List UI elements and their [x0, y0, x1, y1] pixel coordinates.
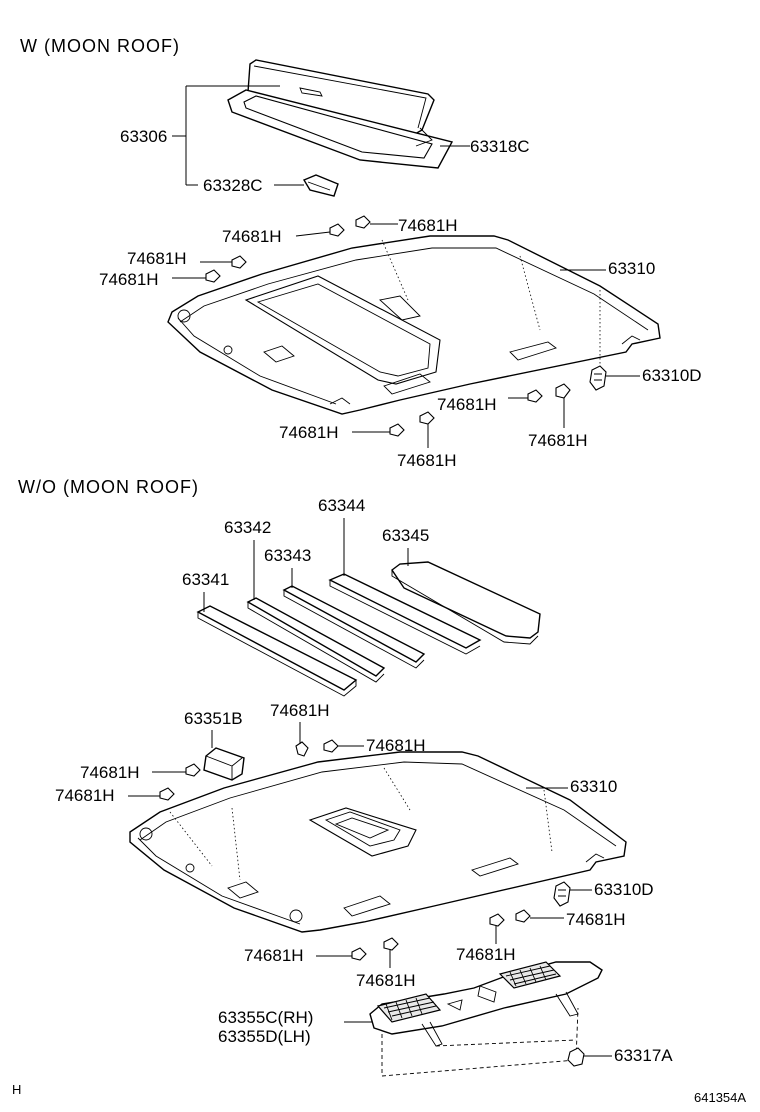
- pad-63342-drawing: [246, 597, 386, 683]
- sunshade-trim-frame-drawing: [227, 89, 454, 169]
- label-74681H-b8: 74681H: [356, 971, 416, 990]
- clip-74681H-bottom-3: [185, 763, 201, 777]
- label-74681H-t4: 74681H: [99, 270, 159, 289]
- label-74681H-t6: 74681H: [528, 431, 588, 450]
- sunshade-handle-drawing: [302, 174, 339, 197]
- label-74681H-b5: 74681H: [456, 945, 516, 964]
- label-74681H-b3: 74681H: [80, 763, 140, 782]
- clip-74681H-top-2: [355, 215, 371, 229]
- clip-74681H-bottom-5: [489, 913, 505, 927]
- clip-74681H-bottom-2: [323, 739, 339, 753]
- section-title-without-moon-roof: W/O (MOON ROOF): [18, 477, 199, 497]
- label-63342: 63342: [224, 518, 271, 537]
- footer-mark: H: [12, 1082, 21, 1097]
- clip-74681H-bottom-4: [159, 787, 175, 801]
- screw-63310D-top: [589, 365, 607, 391]
- label-74681H-b2: 74681H: [366, 736, 426, 755]
- label-74681H-t5: 74681H: [437, 395, 497, 414]
- label-63310-bottom: 63310: [570, 777, 617, 796]
- clip-74681H-bottom-7: [351, 947, 367, 961]
- block-63351B-drawing: [203, 747, 245, 781]
- label-74681H-t8: 74681H: [397, 451, 457, 470]
- label-63310-top: 63310: [608, 259, 655, 278]
- label-63345: 63345: [382, 526, 429, 545]
- headliner-without-moon-roof-drawing: [129, 751, 627, 933]
- headliner-with-moon-roof-drawing: [167, 235, 661, 415]
- label-63306: 63306: [120, 127, 167, 146]
- pad-63345-drawing: [391, 561, 541, 645]
- label-63355C: 63355C(RH): [218, 1008, 313, 1027]
- label-63344: 63344: [318, 496, 365, 515]
- label-63341: 63341: [182, 570, 229, 589]
- clip-74681H-top-4: [205, 269, 221, 283]
- label-63343: 63343: [264, 546, 311, 565]
- screw-63310D-bottom: [553, 881, 571, 907]
- pad-63343-drawing: [282, 585, 426, 669]
- clip-74681H-top-5: [527, 389, 543, 403]
- section-title-with-moon-roof: W (MOON ROOF): [20, 36, 180, 56]
- label-74681H-b4: 74681H: [55, 786, 115, 805]
- clip-74681H-bottom-8: [383, 937, 399, 951]
- clip-74681H-bottom-6: [515, 909, 531, 923]
- clip-74681H-top-8: [419, 411, 435, 425]
- label-63310D-top: 63310D: [642, 366, 702, 385]
- assembly-dashed-line-2: [435, 1039, 577, 1047]
- clip-74681H-top-3: [231, 255, 247, 269]
- clip-74681H-top-7: [389, 423, 405, 437]
- label-63317A: 63317A: [614, 1046, 673, 1065]
- label-74681H-b6: 74681H: [566, 910, 626, 929]
- label-63351B: 63351B: [184, 709, 243, 728]
- leader-74681H-t1: [295, 231, 331, 237]
- label-74681H-b1: 74681H: [270, 701, 330, 720]
- label-63318C: 63318C: [470, 137, 530, 156]
- clip-74681H-top-6: [555, 383, 571, 399]
- label-74681H-t2: 74681H: [398, 216, 458, 235]
- diagram-id: 641354A: [694, 1090, 746, 1105]
- label-74681H-b7: 74681H: [244, 946, 304, 965]
- label-74681H-t3: 74681H: [127, 249, 187, 268]
- label-74681H-t1: 74681H: [222, 227, 282, 246]
- assembly-dashed-line: [381, 1007, 579, 1077]
- pad-63344-drawing: [328, 573, 482, 655]
- label-63310D-bottom: 63310D: [594, 880, 654, 899]
- label-63328C: 63328C: [203, 176, 263, 195]
- label-63355D: 63355D(LH): [218, 1027, 311, 1046]
- leader-63306: [172, 85, 280, 186]
- pad-63341-drawing: [196, 605, 358, 697]
- clip-74681H-bottom-1: [295, 741, 309, 757]
- label-74681H-t7: 74681H: [279, 423, 339, 442]
- visor-holder-63355-drawing: [369, 961, 603, 1047]
- clip-63317A-drawing: [567, 1047, 585, 1067]
- clip-74681H-top-1: [329, 223, 345, 237]
